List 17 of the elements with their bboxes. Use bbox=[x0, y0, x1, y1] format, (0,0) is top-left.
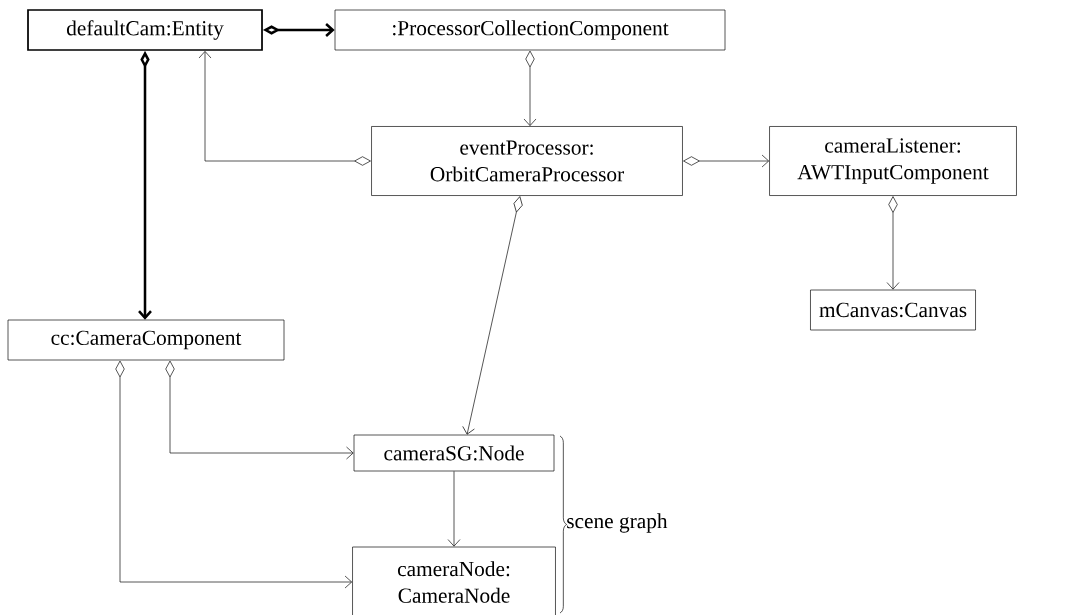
aggregation-arrow bbox=[523, 50, 537, 126]
aggregation-arrow bbox=[683, 154, 770, 168]
object-box: defaultCam:Entity bbox=[27, 9, 263, 51]
object-box: :ProcessorCollectionComponent bbox=[334, 9, 726, 51]
aggregation-arrow bbox=[886, 196, 900, 290]
aggregation-arrow bbox=[462, 196, 523, 435]
object-box: cameraNode: CameraNode bbox=[352, 546, 556, 615]
aggregation-arrow bbox=[115, 360, 353, 589]
group-label: scene graph bbox=[567, 513, 668, 533]
object-box: eventProcessor: OrbitCameraProcessor bbox=[371, 126, 683, 196]
aggregation-arrow bbox=[198, 51, 371, 166]
object-box: mCanvas:Canvas bbox=[810, 289, 976, 331]
object-box: cameraListener: AWTInputComponent bbox=[769, 126, 1017, 196]
object-box: cc:CameraComponent bbox=[7, 319, 285, 361]
object-box: cameraSG:Node bbox=[353, 434, 555, 472]
aggregation-arrow bbox=[165, 360, 354, 460]
aggregation-arrow bbox=[447, 471, 461, 547]
